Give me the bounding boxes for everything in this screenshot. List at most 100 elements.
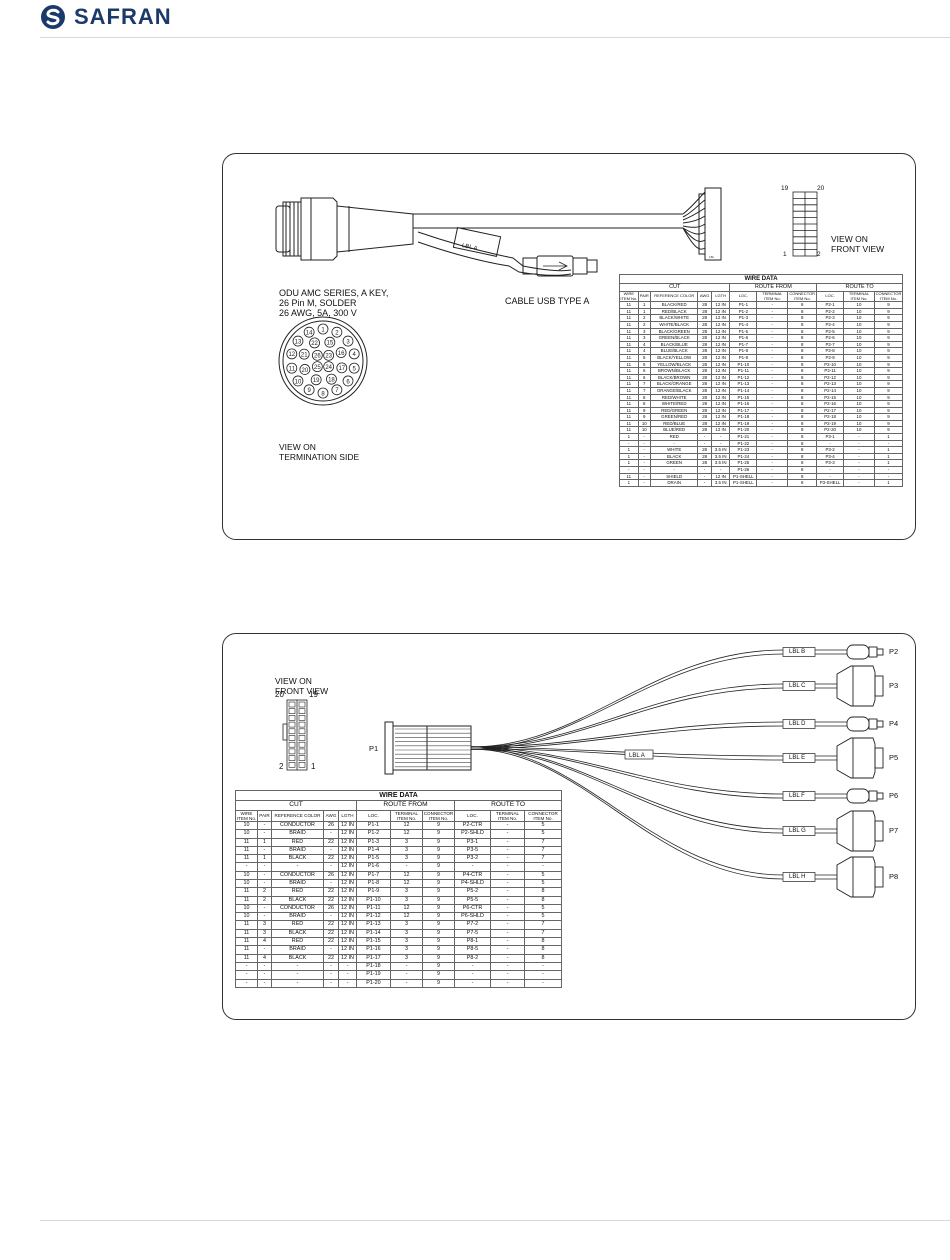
- table-cell: -: [338, 961, 357, 972]
- table-cell: 10: [235, 820, 258, 831]
- table-cell: -: [257, 970, 272, 980]
- table-cell: -: [637, 459, 651, 468]
- table-cell: 12 IN: [710, 472, 731, 481]
- table-cell: -: [756, 307, 789, 316]
- table-cell: P1-3: [356, 837, 391, 847]
- table-cell: 28: [697, 367, 712, 375]
- pin-19-label: 19: [781, 185, 789, 192]
- odu-pin-layout: 1234567891011121314151617181920212223242…: [286, 323, 360, 399]
- connector-designator: P6: [889, 791, 899, 800]
- table-cell: 9: [873, 406, 904, 415]
- table-cell: -: [637, 452, 651, 461]
- table-cell: 11: [235, 895, 258, 905]
- table-cell: P1-19: [729, 419, 758, 428]
- table-cell: -: [390, 978, 423, 988]
- table-cell: 8: [787, 314, 818, 322]
- table-cell: 12 IN: [710, 373, 731, 382]
- table-cell: -: [637, 472, 651, 481]
- table-cell: -: [697, 439, 712, 448]
- table-cell: -: [756, 314, 789, 322]
- table-cell: 7: [523, 920, 563, 930]
- table-cell: 8: [787, 334, 818, 342]
- table-cell: 3: [390, 953, 423, 963]
- table-cell: P1-16: [356, 945, 391, 955]
- column-header: LOC.: [356, 809, 391, 822]
- table-cell: 8: [787, 327, 818, 336]
- front-view-connector-icon: [282, 699, 308, 771]
- table-cell: P1-17: [729, 406, 758, 415]
- table-cell: 12: [390, 820, 423, 831]
- table-cell: -: [454, 970, 491, 980]
- branch-wire: [470, 746, 847, 795]
- table-cell: ORANGE/BLACK: [649, 386, 699, 395]
- odu-termination-view: [278, 316, 368, 406]
- table-cell: P1-2: [356, 829, 391, 839]
- table-cell: P2-SHLD: [454, 829, 491, 839]
- column-header: REFERENCE COLOR: [271, 809, 324, 822]
- table-cell: 1: [619, 446, 639, 454]
- table-cell: 8: [787, 426, 818, 435]
- table-cell: 8: [787, 301, 818, 309]
- table-cell: 12 IN: [710, 406, 731, 415]
- front-view-pinout: [792, 191, 818, 257]
- table-cell: 10: [843, 301, 875, 309]
- table-cell: -: [843, 439, 875, 448]
- table-cell: -: [756, 353, 789, 362]
- table-cell: -: [490, 970, 525, 980]
- pin-19-label-2: 19: [309, 690, 318, 699]
- table-cell: -: [490, 920, 525, 930]
- table-cell: P6-SHLD: [454, 912, 491, 922]
- table-cell: 11: [235, 928, 258, 939]
- table-cell: GREEN: [649, 459, 699, 468]
- column-header: CONNECTOR ITEM No.: [422, 809, 455, 822]
- table-cell: P1-13: [356, 920, 391, 930]
- odu-pin: [286, 348, 298, 360]
- table-cell: 10: [843, 327, 875, 336]
- table-cell: P1-4: [729, 320, 758, 329]
- table-cell: 8: [787, 419, 818, 428]
- table-cell: 12: [390, 870, 423, 881]
- column-header: AWG: [323, 809, 339, 822]
- table-cell: -: [843, 446, 875, 454]
- table-cell: -: [756, 327, 789, 336]
- table-cell: -: [756, 426, 789, 435]
- lbl-a-box: [624, 749, 654, 760]
- pin-cavity: [288, 762, 296, 768]
- front-view-pin-cells: [288, 701, 306, 768]
- table-cell: P1-9: [356, 887, 391, 897]
- table-cell: 5: [637, 353, 651, 362]
- table-cell: -: [490, 903, 525, 914]
- odu-pin-number: 16: [338, 351, 345, 357]
- table-cell: 1: [873, 479, 904, 487]
- table-cell: GREEN/RED: [649, 413, 699, 421]
- table-cell: 9: [422, 970, 455, 980]
- odu-pin-number: 10: [295, 379, 302, 385]
- pin-cavity: [298, 701, 306, 708]
- table-cell: 8: [787, 400, 818, 408]
- table-cell: 8: [523, 945, 563, 955]
- table-cell: -: [697, 466, 712, 474]
- table-cell: -: [235, 961, 258, 972]
- table-cell: P2-1: [816, 301, 845, 309]
- table-cell: 11: [235, 887, 258, 897]
- p1-label: P1: [369, 744, 379, 753]
- lbl-a-tag-2: LBL A: [629, 753, 645, 759]
- table-cell: P1-16: [729, 400, 758, 408]
- table-cell: 12 IN: [338, 920, 357, 930]
- table-cell: 12 IN: [338, 878, 357, 889]
- group-route-from: ROUTE FROM: [729, 283, 818, 292]
- table-cell: 1: [873, 433, 904, 441]
- table-cell: 11: [619, 373, 639, 382]
- odu-pin-number: 15: [326, 341, 333, 347]
- table-cell: 3: [390, 895, 423, 905]
- table-cell: 10: [843, 419, 875, 428]
- table-cell: 28: [697, 446, 712, 454]
